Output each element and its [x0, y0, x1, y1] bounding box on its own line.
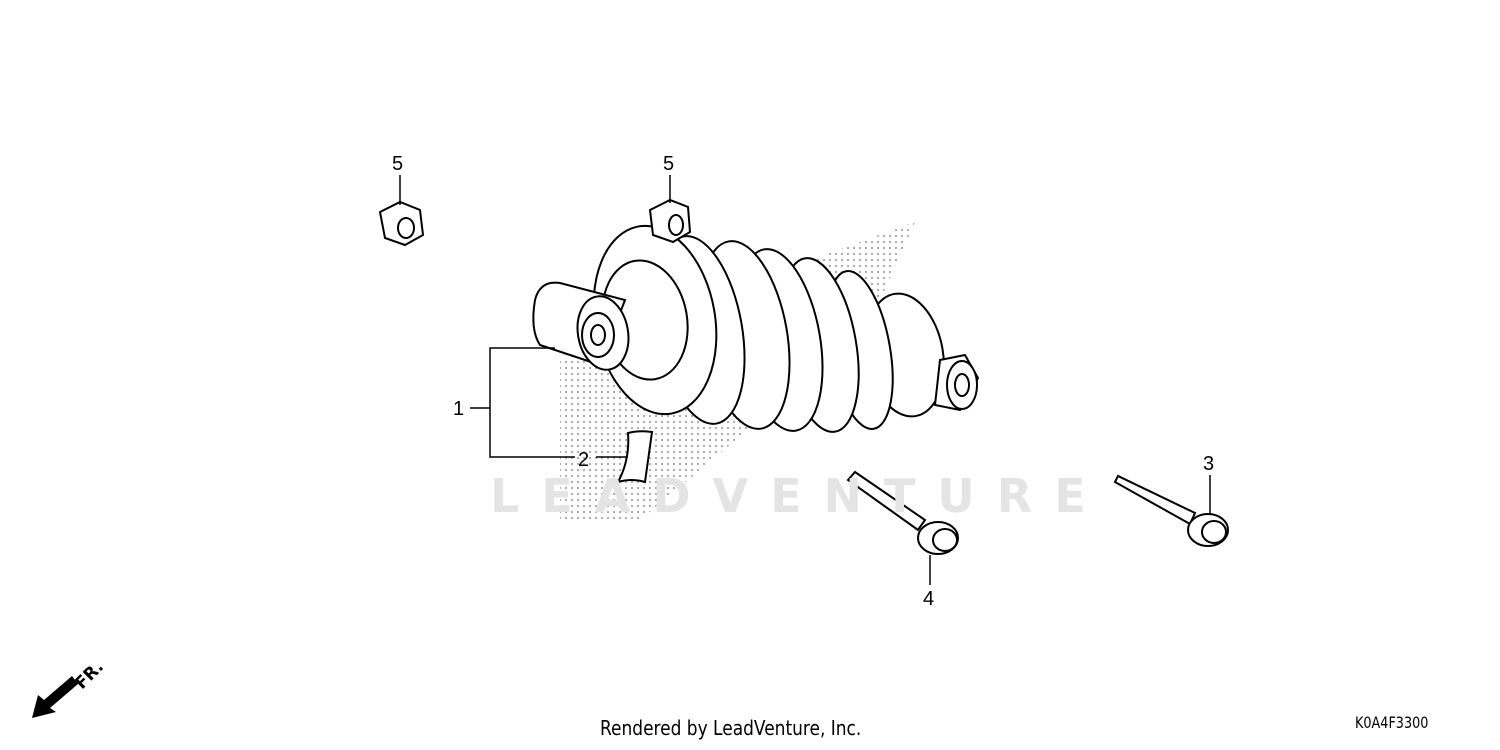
rendered-by-credit: Rendered by LeadVenture, Inc. [600, 716, 862, 740]
front-direction-arrow-icon: FR. [32, 657, 108, 718]
callout-1[interactable]: 1 [453, 398, 464, 420]
flange-nut-left[interactable] [378, 200, 425, 247]
callout-3[interactable]: 3 [1203, 453, 1214, 475]
leader-lines [399, 175, 1211, 585]
flange-nut-right[interactable] [648, 198, 692, 244]
fr-label: FR. [71, 657, 107, 693]
flange-bolt-4[interactable] [846, 470, 959, 555]
flange-bolt-3[interactable] [1113, 474, 1229, 547]
watermark-text: LEADVENTURE [490, 469, 1108, 523]
label-part[interactable] [615, 430, 654, 484]
callout-2[interactable]: 2 [578, 449, 589, 471]
shock-absorber[interactable] [532, 216, 980, 438]
callout-5-left[interactable]: 5 [392, 153, 403, 175]
callout-4[interactable]: 4 [923, 588, 934, 610]
diagram-code: K0A4F3300 [1355, 713, 1429, 732]
callout-5-right[interactable]: 5 [663, 153, 674, 175]
